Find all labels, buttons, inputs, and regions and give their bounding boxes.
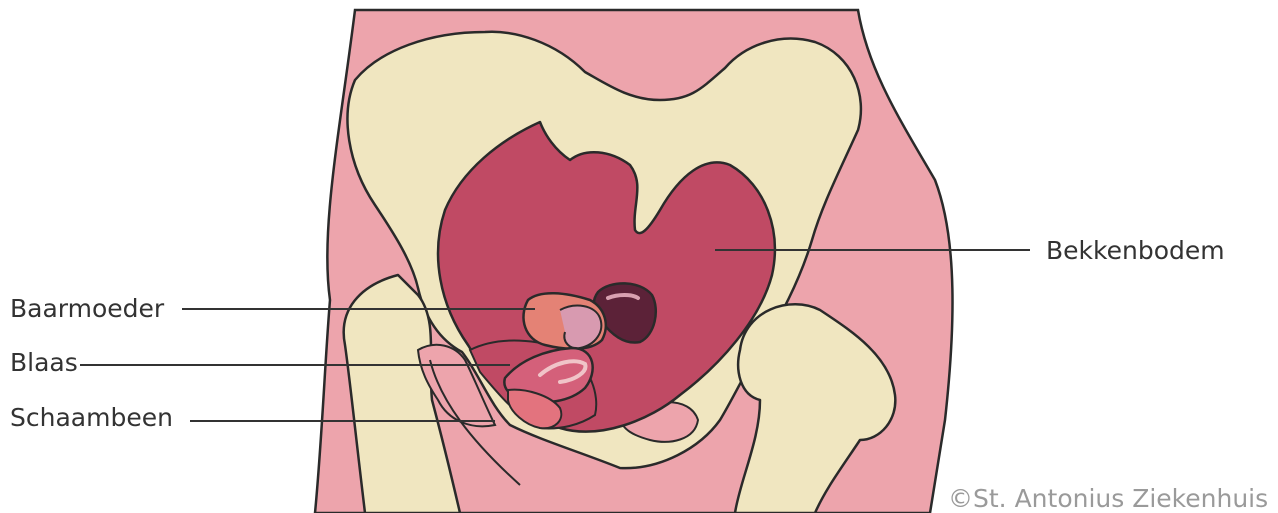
label-bekkenbodem: Bekkenbodem: [1046, 238, 1225, 263]
label-blaas: Blaas: [10, 350, 78, 375]
label-baarmoeder: Baarmoeder: [10, 296, 164, 321]
copyright-credit: ©St. Antonius Ziekenhuis: [948, 486, 1268, 511]
label-schaambeen: Schaambeen: [10, 405, 173, 430]
